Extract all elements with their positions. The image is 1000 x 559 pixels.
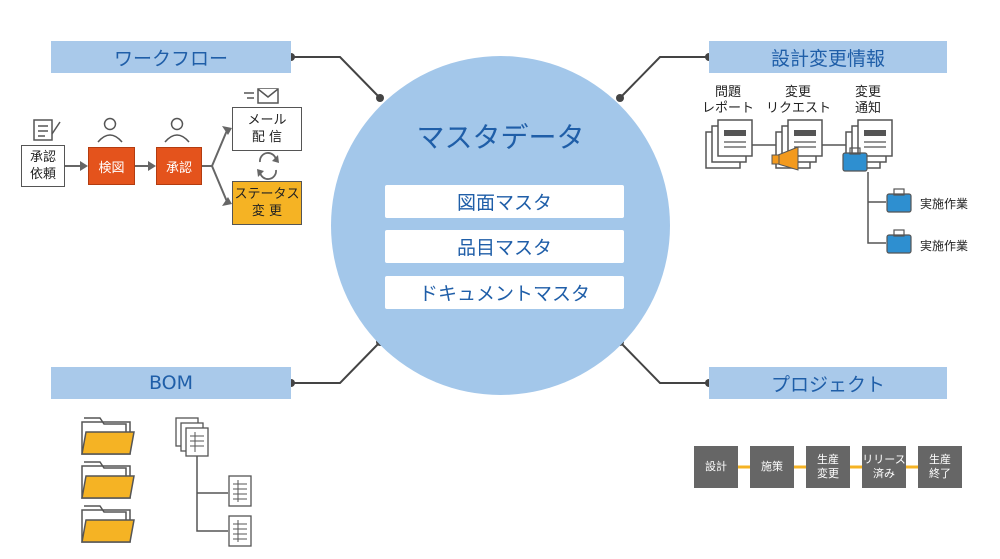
- workflow-approve: 承認: [156, 147, 202, 185]
- project-stage-design: 設計: [694, 446, 738, 488]
- category-bom: BOM: [51, 367, 291, 399]
- master-data-circle: [331, 56, 670, 395]
- task-label: 実施作業: [920, 197, 969, 211]
- megaphone-icon: [771, 146, 799, 171]
- workflow-request: 承認 依頼: [21, 145, 65, 187]
- briefcase-icon: [842, 147, 868, 172]
- folder-icon: [81, 461, 135, 499]
- folder-icon: [81, 417, 135, 455]
- person-icon: [164, 117, 190, 143]
- workflow-mail: メール 配 信: [232, 107, 302, 151]
- project-stage-production-change: 生産 変更: [806, 446, 850, 488]
- master-data-title: マスタデータ: [416, 121, 585, 154]
- document-icon: [845, 119, 893, 169]
- doc-label-problem-report: 問題 レポート: [701, 85, 754, 116]
- task-label: 実施作業: [920, 239, 969, 253]
- document-icon: [705, 119, 753, 169]
- briefcase-icon: [886, 229, 912, 254]
- project-stage-end-of-production: 生産 終了: [918, 446, 962, 488]
- project-stage-released: リリース 済み: [862, 446, 906, 488]
- spreadsheet-icon: [228, 475, 252, 507]
- refresh-icon: [259, 152, 277, 180]
- project-stage-trial: 施策: [750, 446, 794, 488]
- category-workflow: ワークフロー: [51, 41, 291, 73]
- doc-label-change-notice: 変更 通知: [854, 85, 881, 116]
- master-item-part: 品目マスタ: [385, 230, 624, 263]
- category-design-change: 設計変更情報: [709, 41, 947, 73]
- spreadsheet-icon: [228, 515, 252, 547]
- folder-icon: [81, 505, 135, 543]
- master-item-document: ドキュメントマスタ: [385, 276, 624, 309]
- envelope-icon: [244, 88, 279, 104]
- category-project: プロジェクト: [709, 367, 947, 399]
- workflow-status: ステータス 変 更: [232, 181, 302, 225]
- briefcase-icon: [886, 188, 912, 213]
- spreadsheet-icon: [175, 417, 209, 457]
- person-icon: [97, 117, 123, 143]
- memo-icon: [33, 119, 61, 141]
- master-item-drawing: 図面マスタ: [385, 185, 624, 218]
- doc-label-change-request: 変更 リクエスト: [766, 85, 832, 116]
- workflow-inspect: 検図: [88, 147, 135, 185]
